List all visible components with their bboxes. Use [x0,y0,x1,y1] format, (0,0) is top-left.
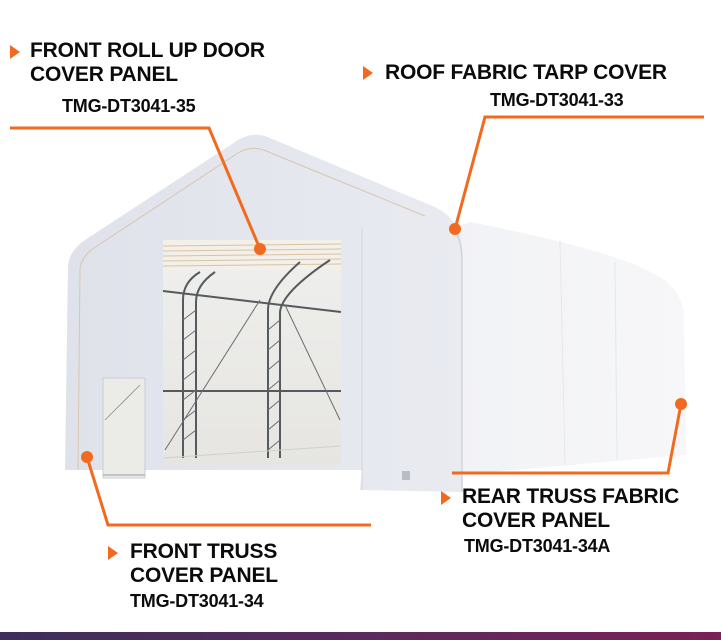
bottom-gradient-bar [0,632,721,640]
callout-dot-rear-truss [675,398,687,410]
callout-title: REAR TRUSS FABRIC [462,485,680,508]
triangle-right-icon [441,491,451,505]
triangle-right-icon [10,45,20,59]
part-code: TMG-DT3041-34 [130,591,264,611]
part-code: TMG-DT3041-33 [490,90,624,110]
part-code: TMG-DT3041-34A [464,536,611,556]
tent-side-wall [445,222,686,475]
part-code: TMG-DT3041-35 [62,96,196,116]
callout-dot-front-door [254,243,266,255]
callout-dot-front-truss [81,451,93,463]
callout-title: COVER PANEL [130,564,278,587]
callout-title: ROOF FABRIC TARP COVER [385,61,667,84]
callout-title: FRONT TRUSS [130,540,278,563]
callout-front-truss-cover: FRONT TRUSS COVER PANEL TMG-DT3041-34 [130,540,278,612]
callout-dot-roof [449,223,461,235]
leader-dots [81,223,687,463]
triangle-right-icon [108,546,118,560]
callout-title: COVER PANEL [462,509,610,532]
callout-title: FRONT ROLL UP DOOR [30,39,265,62]
triangle-right-icon [363,66,373,80]
callout-rear-truss-fabric: REAR TRUSS FABRIC COVER PANEL TMG-DT3041… [462,485,679,557]
anchor-bracket [402,471,410,480]
callout-roof-fabric-tarp: ROOF FABRIC TARP COVER TMG-DT3041-33 [385,61,667,111]
leader-lines [10,115,704,527]
callout-front-roll-up-door: FRONT ROLL UP DOOR COVER PANEL TMG-DT304… [30,39,265,117]
callout-title: COVER PANEL [30,63,178,86]
door-opening [162,240,342,465]
side-door [102,377,146,479]
